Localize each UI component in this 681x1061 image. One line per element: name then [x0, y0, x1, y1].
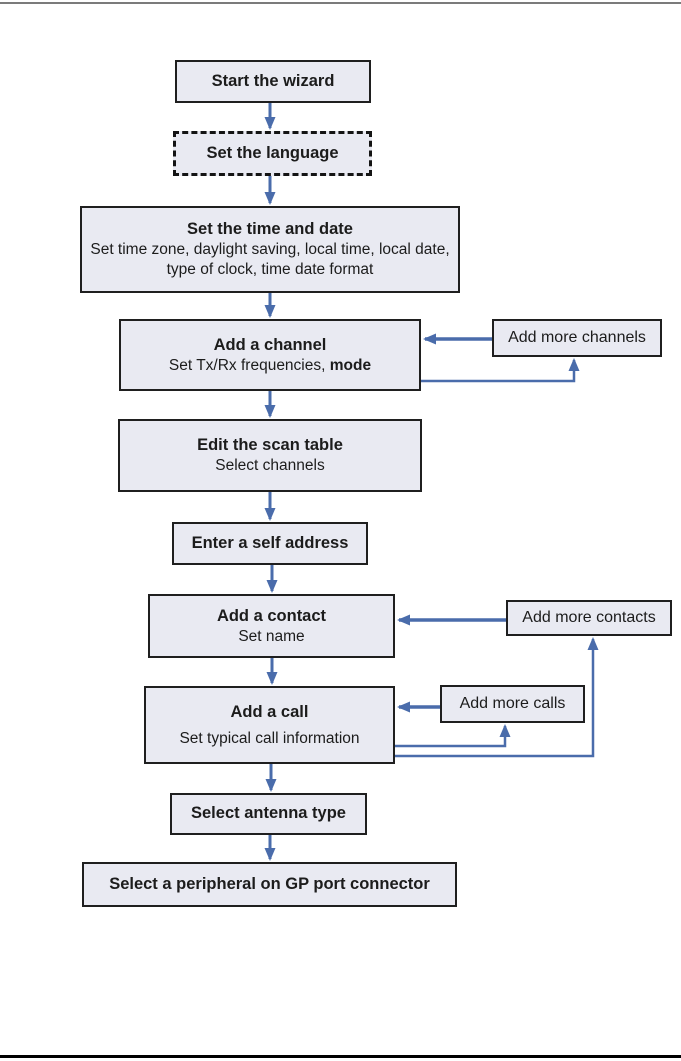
node-label: Add more contacts	[522, 608, 656, 626]
page-top-rule	[0, 2, 681, 4]
node-title: Select antenna type	[191, 804, 346, 823]
node-set-the-language: Set the language	[173, 131, 372, 176]
node-title: Enter a self address	[191, 533, 349, 552]
node-add-a-call: Add a call Set typical call information	[144, 686, 395, 764]
node-title: Add a channel	[213, 335, 327, 354]
node-title: Select a peripheral on GP port connector	[109, 874, 430, 893]
arrow-channel-to-morechannels	[421, 358, 580, 383]
node-select-peripheral-gp-port: Select a peripheral on GP port connector	[82, 862, 457, 907]
node-add-more-calls: Add more calls	[440, 685, 585, 723]
node-title: Start the wizard	[211, 71, 335, 90]
node-title: Add a call	[230, 702, 309, 721]
page-bottom-rule	[0, 1055, 681, 1058]
node-set-time-and-date: Set the time and date Set time zone, day…	[80, 206, 460, 293]
node-title: Edit the scan table	[197, 436, 343, 455]
node-body: Set name	[238, 627, 305, 645]
node-title: Set the language	[206, 143, 339, 162]
node-title: Set the time and date	[187, 220, 353, 239]
arrow-call-to-morecalls	[395, 724, 511, 748]
node-body: Set Tx/Rx frequencies, mode	[168, 356, 372, 374]
node-label: Add more channels	[508, 328, 646, 346]
node-start-the-wizard: Start the wizard	[175, 60, 371, 103]
node-enter-a-self-address: Enter a self address	[172, 522, 368, 565]
node-body: Set time zone, daylight saving, local ti…	[90, 241, 450, 279]
node-add-a-channel: Add a channel Set Tx/Rx frequencies, mod…	[119, 319, 421, 391]
node-add-more-channels: Add more channels	[492, 319, 662, 357]
node-edit-the-scan-table: Edit the scan table Select channels	[118, 419, 422, 492]
node-select-antenna-type: Select antenna type	[170, 793, 367, 835]
node-title: Add a contact	[216, 606, 327, 625]
node-add-a-contact: Add a contact Set name	[148, 594, 395, 658]
node-add-more-contacts: Add more contacts	[506, 600, 672, 636]
node-body: Select channels	[215, 457, 325, 475]
node-body: Set typical call information	[179, 729, 360, 747]
node-label: Add more calls	[459, 694, 566, 712]
